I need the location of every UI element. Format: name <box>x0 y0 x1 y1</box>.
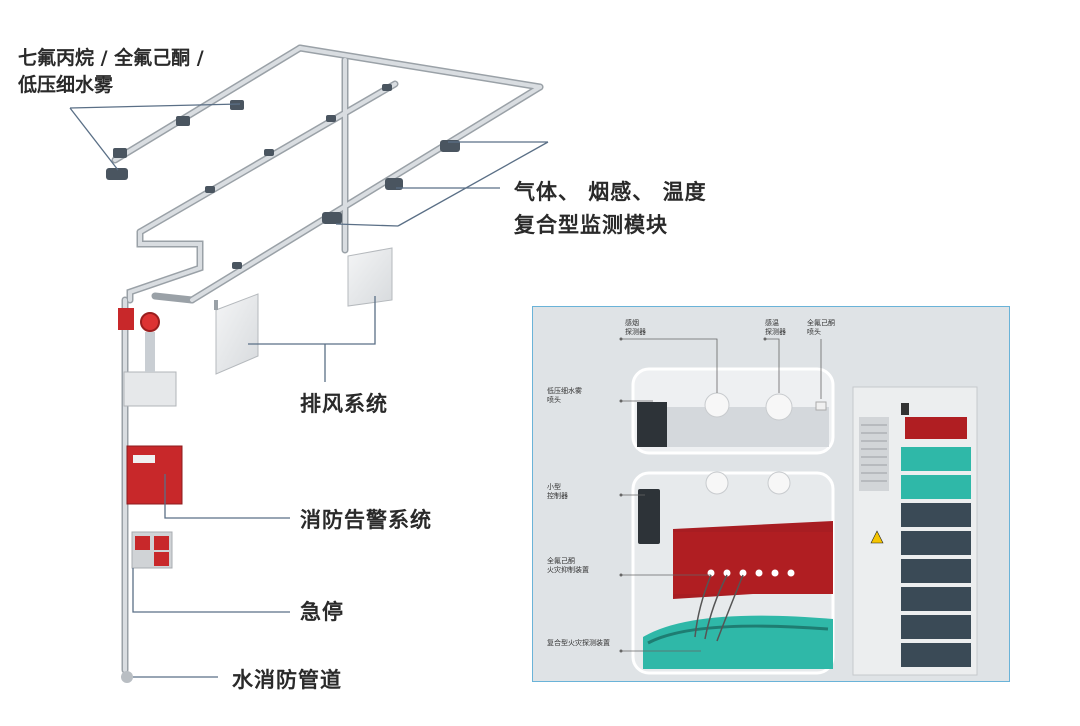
agent-label-line1: 七氟丙烷 / 全氟己酮 / <box>18 47 204 69</box>
monitor-module-label: 气体、 烟感、 温度 复合型监测模块 <box>514 176 707 242</box>
exhaust-panels <box>214 247 393 375</box>
smoke-detector-l1: 感烟 <box>625 319 639 327</box>
monitor-module-line2: 复合型监测模块 <box>514 213 668 237</box>
heat-detector-l2: 探测器 <box>765 328 786 336</box>
pipe-network <box>111 44 544 674</box>
riser-equipment <box>118 308 183 683</box>
composite-detection-label: 复合型火灾探测装置 <box>547 639 610 648</box>
pfk-suppression-l2: 火灾抑制装置 <box>547 566 589 574</box>
smoke-detector-label: 感烟 探测器 <box>625 319 646 337</box>
fire-alarm-system-label: 消防告警系统 <box>300 508 432 532</box>
small-controller-label: 小型 控制器 <box>547 483 568 501</box>
cabinet-illustration <box>619 337 978 676</box>
composite-detection-l1: 复合型火灾探测装置 <box>547 639 610 647</box>
monitor-module-line1: 气体、 烟感、 温度 <box>514 180 707 204</box>
heat-detector-l1: 感温 <box>765 319 779 327</box>
cabinet-inset: 感烟 探测器 感温 探测器 全氟己酮 喷头 低压细水雾 喷头 小型 控制器 全氟… <box>532 306 1010 682</box>
pfk-nozzle-label: 全氟己酮 喷头 <box>807 319 835 337</box>
pfk-suppression-l1: 全氟己酮 <box>547 557 575 565</box>
mist-nozzle-label: 低压细水雾 喷头 <box>547 387 582 405</box>
nozzles <box>106 84 460 269</box>
emergency-stop-label: 急停 <box>300 600 344 624</box>
agent-label: 七氟丙烷 / 全氟己酮 / 低压细水雾 <box>18 45 204 99</box>
agent-label-line2: 低压细水雾 <box>18 74 114 96</box>
leader-lines <box>69 103 549 678</box>
pfk-suppression-label: 全氟己酮 火灾抑制装置 <box>547 557 589 575</box>
mist-nozzle-l2: 喷头 <box>547 396 561 404</box>
water-fire-pipe-label: 水消防管道 <box>232 668 342 692</box>
mist-nozzle-l1: 低压细水雾 <box>547 387 582 395</box>
small-controller-l1: 小型 <box>547 483 561 491</box>
exhaust-system-label: 排风系统 <box>300 392 388 416</box>
pfk-nozzle-l2: 喷头 <box>807 328 821 336</box>
smoke-detector-l2: 探测器 <box>625 328 646 336</box>
pfk-nozzle-l1: 全氟己酮 <box>807 319 835 327</box>
heat-detector-label: 感温 探测器 <box>765 319 786 337</box>
small-controller-l2: 控制器 <box>547 492 568 500</box>
